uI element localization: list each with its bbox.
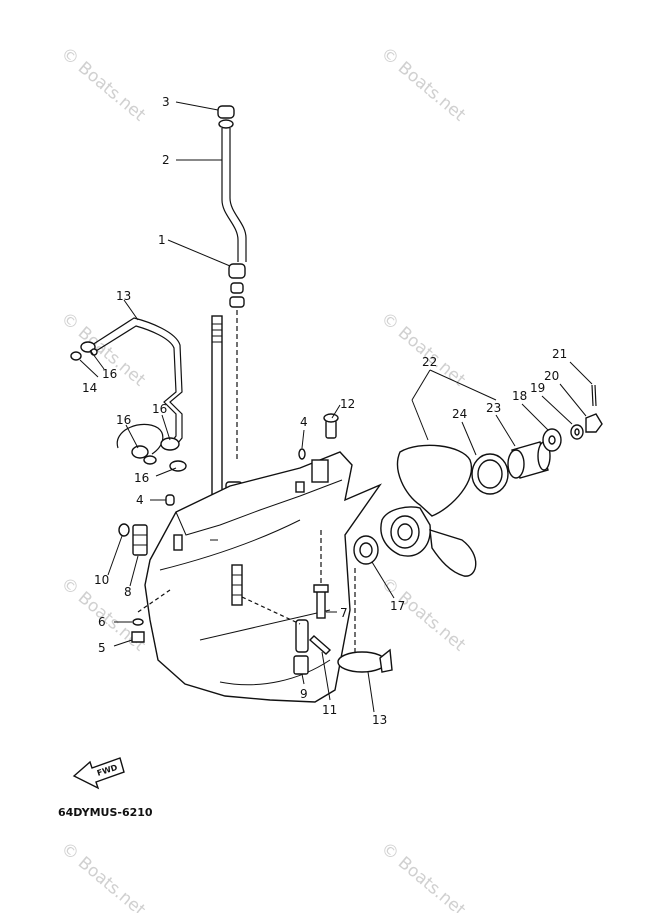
callout-15: 14 [82, 381, 97, 395]
callout-16-d: 16 [134, 471, 149, 485]
callout-23: 23 [486, 401, 501, 415]
part-5-6-drain [131, 589, 171, 643]
callout-4-top: 4 [300, 415, 308, 429]
callout-16-b: 16 [116, 413, 131, 427]
callout-7: 7 [340, 606, 348, 620]
callout-8: 9 [300, 687, 308, 701]
callout-16-c: 16 [152, 402, 167, 416]
part-20-nut [585, 413, 603, 433]
callout-21: 21 [552, 347, 567, 361]
callout-22: 22 [422, 355, 437, 369]
callout-3: 3 [162, 95, 170, 109]
part-21-cotter-pin [591, 384, 597, 407]
callout-9: 8 [124, 585, 132, 599]
part-8-10-anode [241, 596, 332, 675]
part-23-spacer [507, 441, 551, 479]
part-24-spacer [471, 453, 509, 495]
callout-4-left: 4 [136, 493, 144, 507]
watermark-lower-right: © Boats.net [377, 574, 470, 656]
part-9-11-left-parts [118, 494, 183, 556]
part-14-water-tube [91, 317, 183, 449]
callout-12: 13 [372, 713, 387, 727]
part-15-16-fittings [70, 341, 98, 361]
callout-24: 24 [452, 407, 467, 421]
part-13-bolt [298, 413, 339, 460]
callout-13: 12 [340, 397, 355, 411]
callout-6: 6 [98, 615, 106, 629]
fwd-arrow-icon: FWD [72, 757, 125, 790]
callout-20: 20 [544, 369, 559, 383]
part-1-seals [228, 263, 246, 460]
callout-17: 17 [390, 599, 405, 613]
drawing-code: 64DYMUS-6210 [58, 806, 153, 819]
callout-19: 19 [530, 381, 545, 395]
part-7-bolt [313, 530, 329, 619]
callout-1: 1 [158, 233, 166, 247]
part-18-washer [542, 428, 562, 452]
callout-16-a: 16 [102, 367, 117, 381]
lower-casing [144, 451, 382, 703]
part-22-propeller [380, 444, 477, 577]
callout-2: 2 [162, 153, 170, 167]
part-16-clips [116, 423, 187, 472]
callout-14: 13 [116, 289, 131, 303]
watermark-bottom-right: © Boats.net [377, 839, 470, 913]
part-3-grommet [217, 105, 235, 129]
watermark-bottom-left: © Boats.net [57, 839, 150, 913]
callout-labels: 3 2 1 13 16 14 16 16 16 4 4 12 10 8 6 5 … [82, 95, 567, 727]
leader-lines [79, 101, 593, 713]
callout-5: 5 [98, 641, 106, 655]
part-2-shift-rod [221, 128, 247, 262]
callout-10: 11 [322, 703, 337, 717]
part-19-washer [570, 424, 584, 440]
watermark-top-left: © Boats.net [57, 44, 150, 126]
callout-11: 10 [94, 573, 109, 587]
part-17-thrust-washer [353, 535, 379, 565]
part-12-trim-tab [337, 568, 393, 673]
watermark-top-right: © Boats.net [377, 44, 470, 126]
callout-18: 18 [512, 389, 527, 403]
watermark-mid-right: © Boats.net [377, 309, 470, 391]
